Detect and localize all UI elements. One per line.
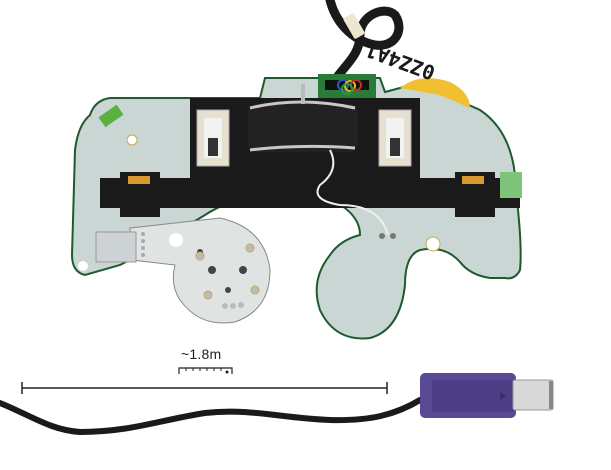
bottom-cable xyxy=(0,397,423,436)
top-cable xyxy=(325,0,404,85)
scale-bar xyxy=(21,367,388,394)
dpad-board xyxy=(95,217,271,324)
cable-connector xyxy=(420,373,554,418)
right-slider xyxy=(378,109,412,167)
wire-header xyxy=(318,74,376,98)
scale-label: ~1.8m xyxy=(181,346,222,362)
left-slider xyxy=(196,109,230,167)
rumble-motor xyxy=(248,84,389,236)
green-label xyxy=(500,172,522,198)
